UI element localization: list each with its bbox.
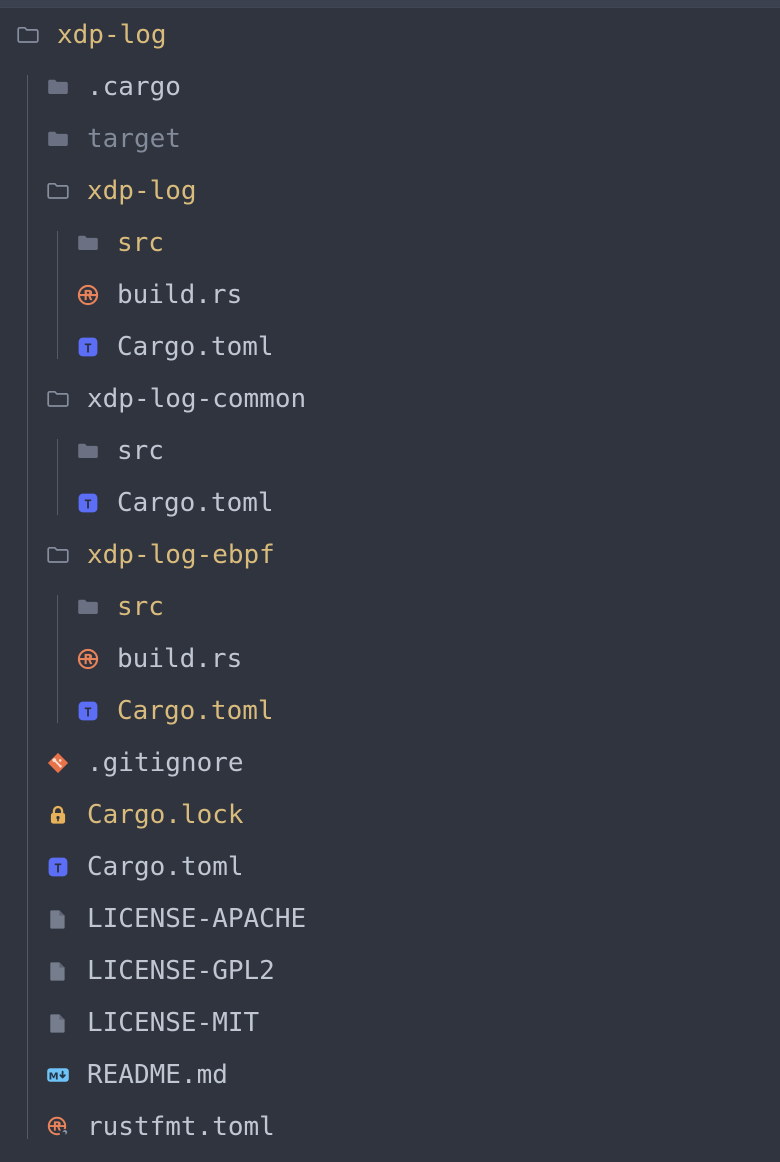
tree-item-label: .cargo: [87, 72, 181, 102]
svg-text:T: T: [54, 860, 62, 875]
tree-item-file[interactable]: T Cargo.toml: [0, 685, 780, 737]
toolbar: [0, 0, 780, 8]
tree-item-file[interactable]: T Cargo.toml: [0, 477, 780, 529]
tree-item-file[interactable]: T Cargo.toml: [0, 841, 780, 893]
tree-item-label: xdp-log-ebpf: [87, 540, 275, 570]
toml-icon: T: [76, 699, 100, 723]
tree-item-label: Cargo.lock: [87, 800, 244, 830]
toml-icon: T: [46, 855, 70, 879]
tree-item-file[interactable]: build.rs: [0, 269, 780, 321]
tree-item-folder[interactable]: src: [0, 581, 780, 633]
folder-open-icon: [46, 179, 70, 203]
tree-item-folder[interactable]: src: [0, 217, 780, 269]
indent-guide-level-2: [57, 595, 58, 723]
tree-item-label: LICENSE-MIT: [87, 1008, 260, 1038]
markdown-icon: M: [46, 1063, 70, 1087]
indent-guide-level-2: [57, 231, 58, 359]
tree-item-label: xdp-log: [87, 176, 197, 206]
indent-guide-level-1: [27, 75, 28, 1139]
tree-item-label: xdp-log: [57, 20, 167, 50]
svg-text:M: M: [49, 1071, 59, 1082]
tree-item-label: build.rs: [117, 644, 243, 674]
tree-item-label: Cargo.toml: [87, 852, 244, 882]
tree-item-file[interactable]: M README.md: [0, 1049, 780, 1101]
folder-icon: [76, 595, 100, 619]
rust-icon: [76, 283, 100, 307]
folder-open-icon: [46, 387, 70, 411]
tree-item-folder[interactable]: xdp-log: [0, 165, 780, 217]
tree-item-file[interactable]: rustfmt.toml: [0, 1101, 780, 1153]
rust-config-icon: [46, 1115, 70, 1139]
tree-item-label: Cargo.toml: [117, 488, 274, 518]
tree-item-file[interactable]: .gitignore: [0, 737, 780, 789]
toml-icon: T: [76, 491, 100, 515]
indent-guide-level-2: [57, 439, 58, 515]
tree-item-folder[interactable]: target: [0, 113, 780, 165]
tree-item-folder[interactable]: xdp-log-common: [0, 373, 780, 425]
tree-item-label: target: [87, 124, 181, 154]
tree-item-label: rustfmt.toml: [87, 1112, 275, 1142]
svg-text:T: T: [84, 496, 92, 511]
tree-item-label: LICENSE-APACHE: [87, 904, 307, 934]
tree-item-folder[interactable]: src: [0, 425, 780, 477]
tree-item-file[interactable]: LICENSE-APACHE: [0, 893, 780, 945]
file-icon: [46, 959, 70, 983]
tree-item-file[interactable]: build.rs: [0, 633, 780, 685]
folder-icon: [76, 231, 100, 255]
folder-icon: [76, 439, 100, 463]
tree-item-folder[interactable]: .cargo: [0, 61, 780, 113]
tree-item-label: xdp-log-common: [87, 384, 307, 414]
file-icon: [46, 1011, 70, 1035]
folder-icon: [46, 75, 70, 99]
git-icon: [46, 751, 70, 775]
rust-icon: [76, 647, 100, 671]
tree-item-file[interactable]: T Cargo.toml: [0, 321, 780, 373]
tree-item-file[interactable]: LICENSE-GPL2: [0, 945, 780, 997]
tree-item-label: .gitignore: [87, 748, 244, 778]
tree-item-file[interactable]: LICENSE-MIT: [0, 997, 780, 1049]
svg-text:T: T: [84, 704, 92, 719]
folder-open-icon: [16, 23, 40, 47]
tree-item-label: src: [117, 592, 164, 622]
toml-icon: T: [76, 335, 100, 359]
tree-item-folder[interactable]: xdp-log: [0, 9, 780, 61]
folder-icon: [46, 127, 70, 151]
tree-item-folder[interactable]: xdp-log-ebpf: [0, 529, 780, 581]
tree-item-file[interactable]: Cargo.lock: [0, 789, 780, 841]
tree-item-label: LICENSE-GPL2: [87, 956, 275, 986]
tree-item-label: README.md: [87, 1060, 228, 1090]
folder-open-icon: [46, 543, 70, 567]
tree-item-label: src: [117, 228, 164, 258]
tree-item-label: src: [117, 436, 164, 466]
file-icon: [46, 907, 70, 931]
tree-item-label: Cargo.toml: [117, 696, 274, 726]
svg-text:T: T: [84, 340, 92, 355]
lock-icon: [46, 803, 70, 827]
tree-item-label: Cargo.toml: [117, 332, 274, 362]
tree-item-label: build.rs: [117, 280, 243, 310]
